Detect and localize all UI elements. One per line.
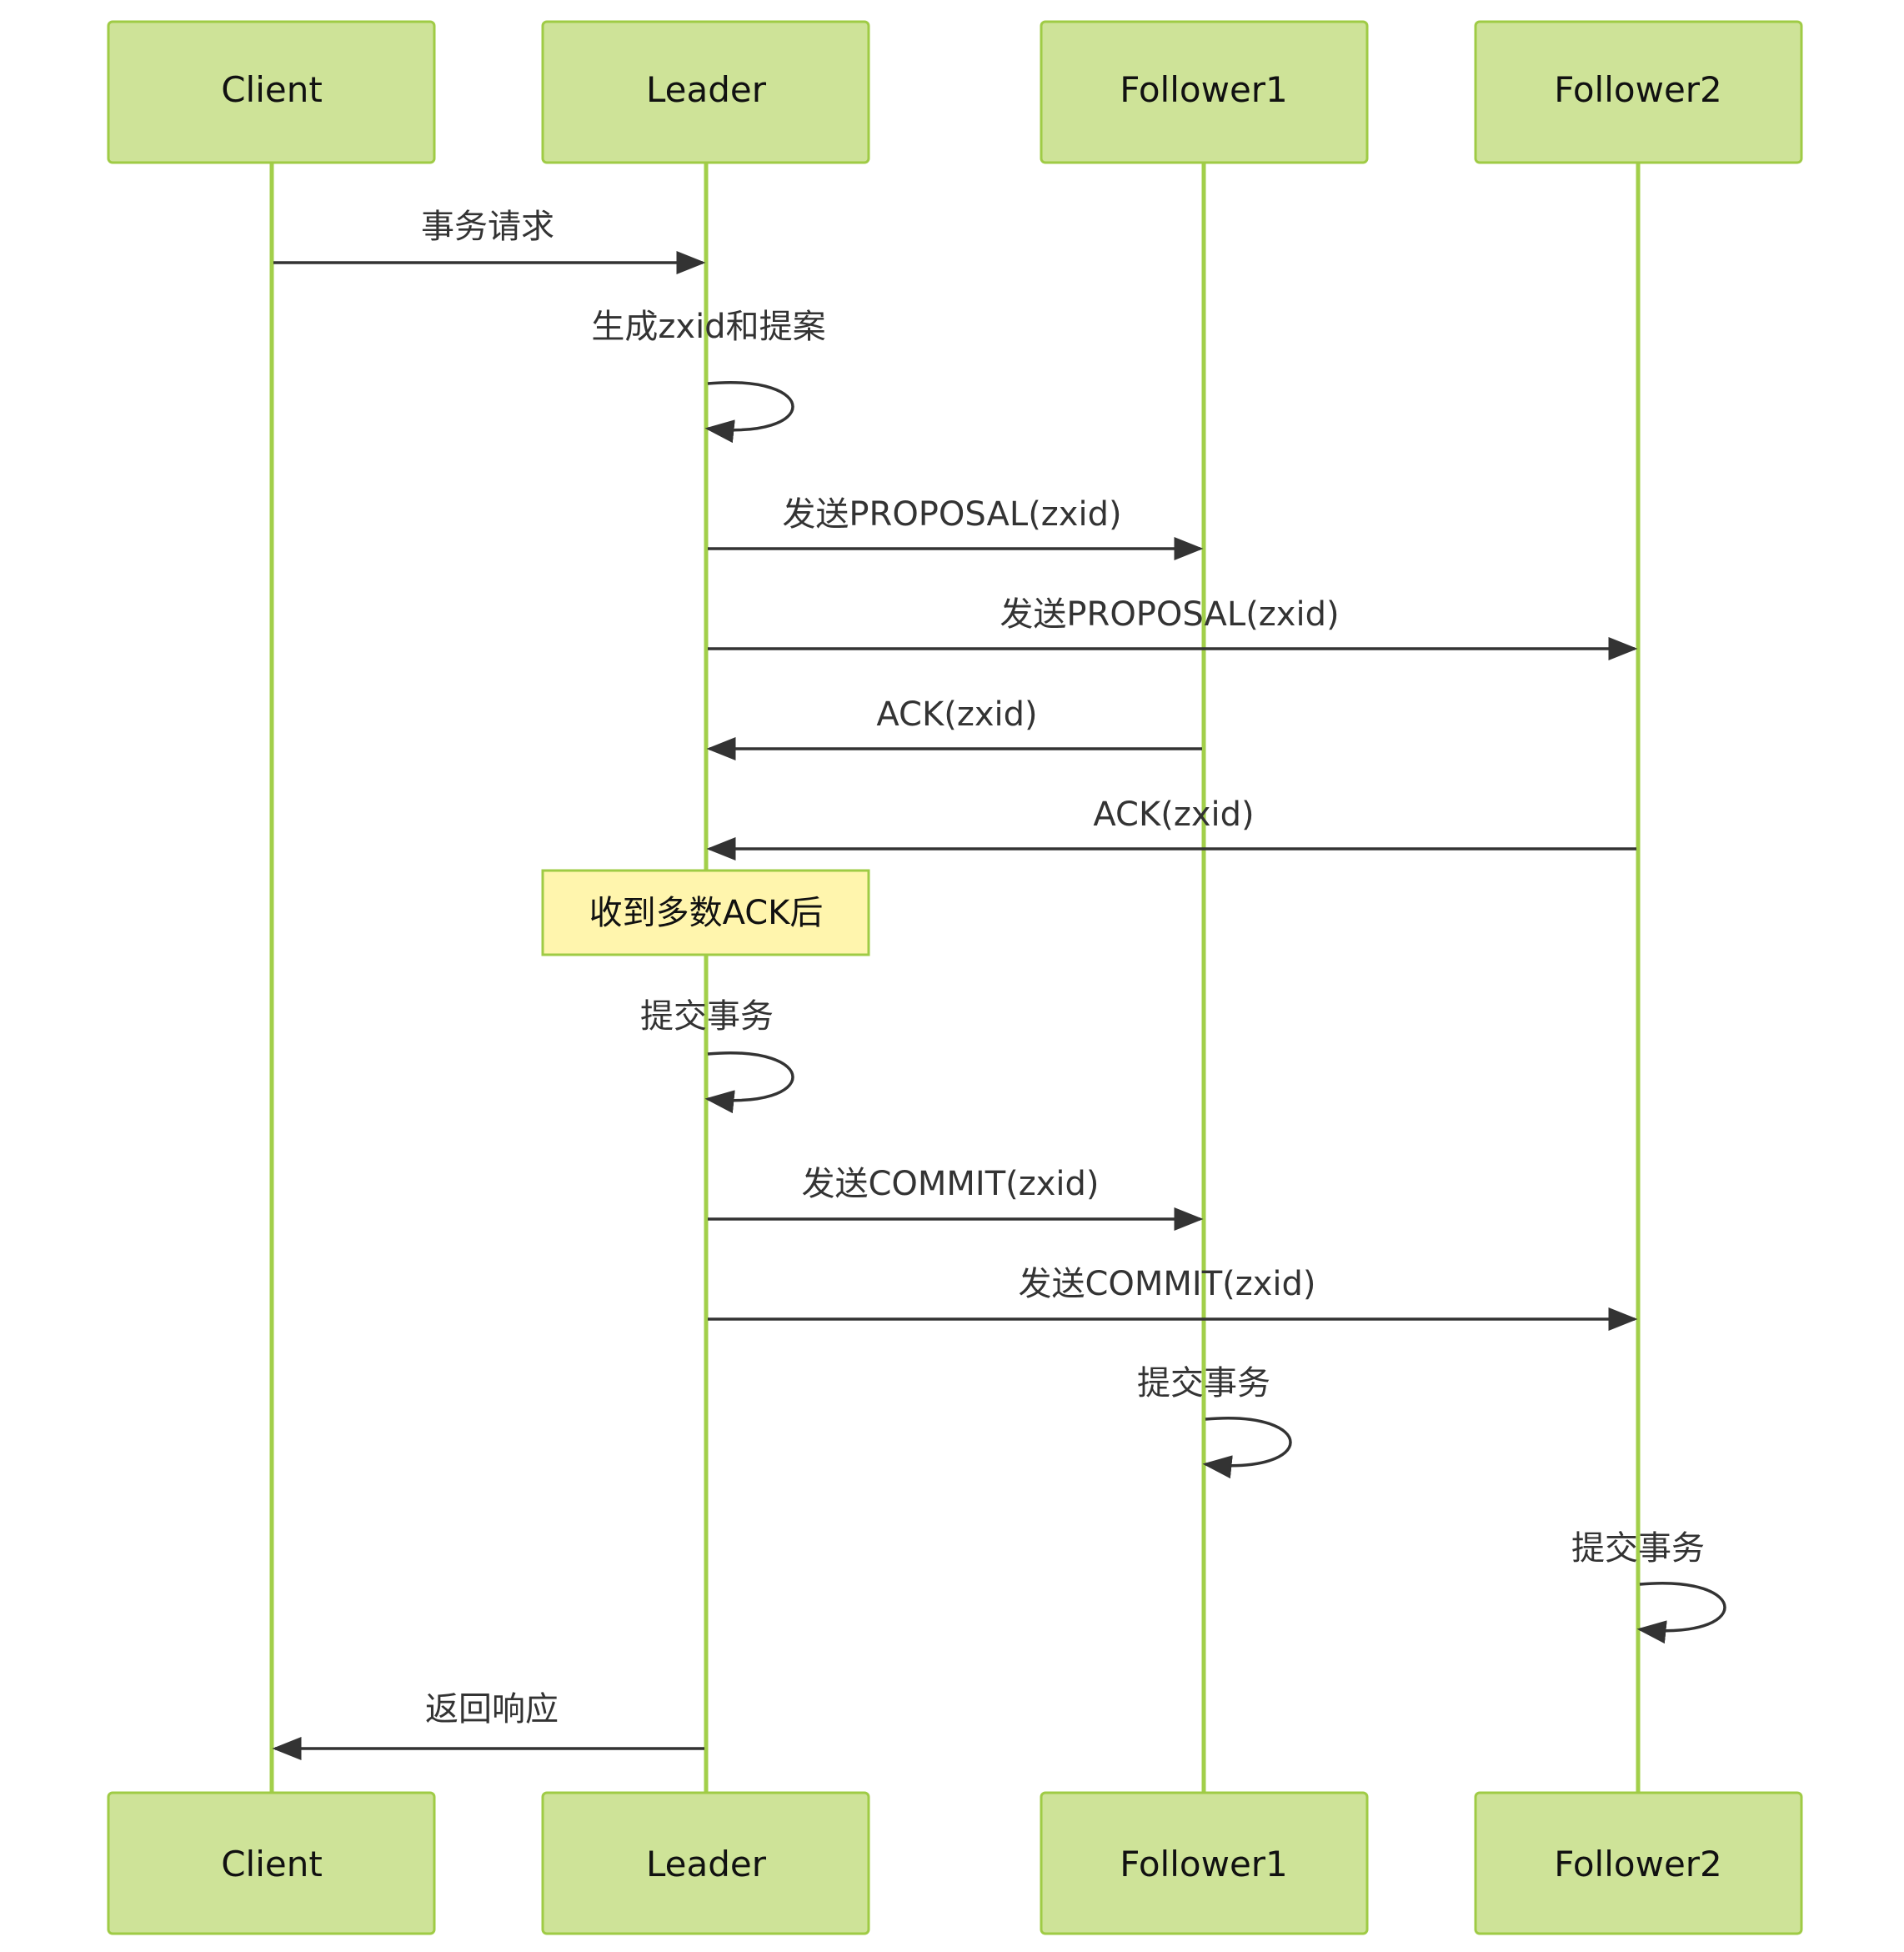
actor-follower1-bottom-label: Follower1 — [1120, 1844, 1288, 1884]
message-leader-to-follower2-proposal: 发送PROPOSAL(zxid) — [708, 595, 1638, 660]
message-follower2-to-leader-ack: ACK(zxid) — [706, 795, 1636, 861]
message-follower1-self-commit: 提交事务 — [1137, 1364, 1292, 1479]
actor-client-top: Client — [107, 20, 436, 164]
message-label: 发送PROPOSAL(zxid) — [1000, 595, 1339, 634]
actor-client-bottom: Client — [107, 1791, 436, 1935]
message-leader-self-generate: 生成zxid和提案 — [591, 308, 826, 444]
message-label: 生成zxid和提案 — [591, 308, 825, 346]
self-loop-arrow — [704, 381, 794, 444]
message-leader-to-follower1-proposal: 发送PROPOSAL(zxid) — [708, 495, 1204, 560]
self-loop-arrow — [1636, 1582, 1726, 1644]
actor-leader-top-label: Leader — [646, 69, 767, 110]
message-label: 提交事务 — [1571, 1529, 1705, 1568]
message-label: 发送PROPOSAL(zxid) — [782, 495, 1121, 534]
actor-follower2-top-label: Follower2 — [1554, 69, 1722, 110]
message-label: 发送COMMIT(zxid) — [1018, 1265, 1315, 1303]
actor-follower1-bottom: Follower1 — [1040, 1791, 1369, 1935]
actor-follower2-bottom: Follower2 — [1474, 1791, 1803, 1935]
message-label: ACK(zxid) — [876, 695, 1037, 734]
message-leader-to-follower2-commit: 发送COMMIT(zxid) — [708, 1265, 1638, 1331]
note-over-leader: 收到多数ACK后 — [541, 869, 870, 956]
message-label: 发送COMMIT(zxid) — [801, 1165, 1099, 1203]
actor-follower1-top-label: Follower1 — [1120, 69, 1288, 110]
message-label: 提交事务 — [640, 997, 774, 1036]
message-follower2-self-commit: 提交事务 — [1571, 1529, 1726, 1644]
message-label: 事务请求 — [421, 208, 554, 246]
self-loop-arrow — [1202, 1417, 1292, 1479]
actor-follower2-top: Follower2 — [1474, 20, 1803, 164]
message-leader-to-follower1-commit: 发送COMMIT(zxid) — [708, 1165, 1204, 1231]
actor-leader-bottom: Leader — [541, 1791, 870, 1935]
actor-leader-top: Leader — [541, 20, 870, 164]
message-client-to-leader-request: 事务请求 — [273, 208, 706, 274]
actor-client-bottom-label: Client — [221, 1844, 323, 1884]
message-leader-to-client-response: 返回响应 — [272, 1690, 704, 1760]
actor-client-top-label: Client — [221, 69, 323, 110]
self-loop-arrow — [704, 1051, 794, 1114]
message-follower1-to-leader-ack: ACK(zxid) — [706, 695, 1202, 760]
actor-follower1-top: Follower1 — [1040, 20, 1369, 164]
message-leader-self-commit: 提交事务 — [640, 997, 794, 1114]
message-label: 返回响应 — [425, 1690, 559, 1729]
note-text: 收到多数ACK后 — [589, 894, 824, 932]
actor-follower2-bottom-label: Follower2 — [1554, 1844, 1722, 1884]
message-label: ACK(zxid) — [1093, 795, 1254, 834]
actor-leader-bottom-label: Leader — [646, 1844, 767, 1884]
message-label: 提交事务 — [1137, 1364, 1270, 1403]
